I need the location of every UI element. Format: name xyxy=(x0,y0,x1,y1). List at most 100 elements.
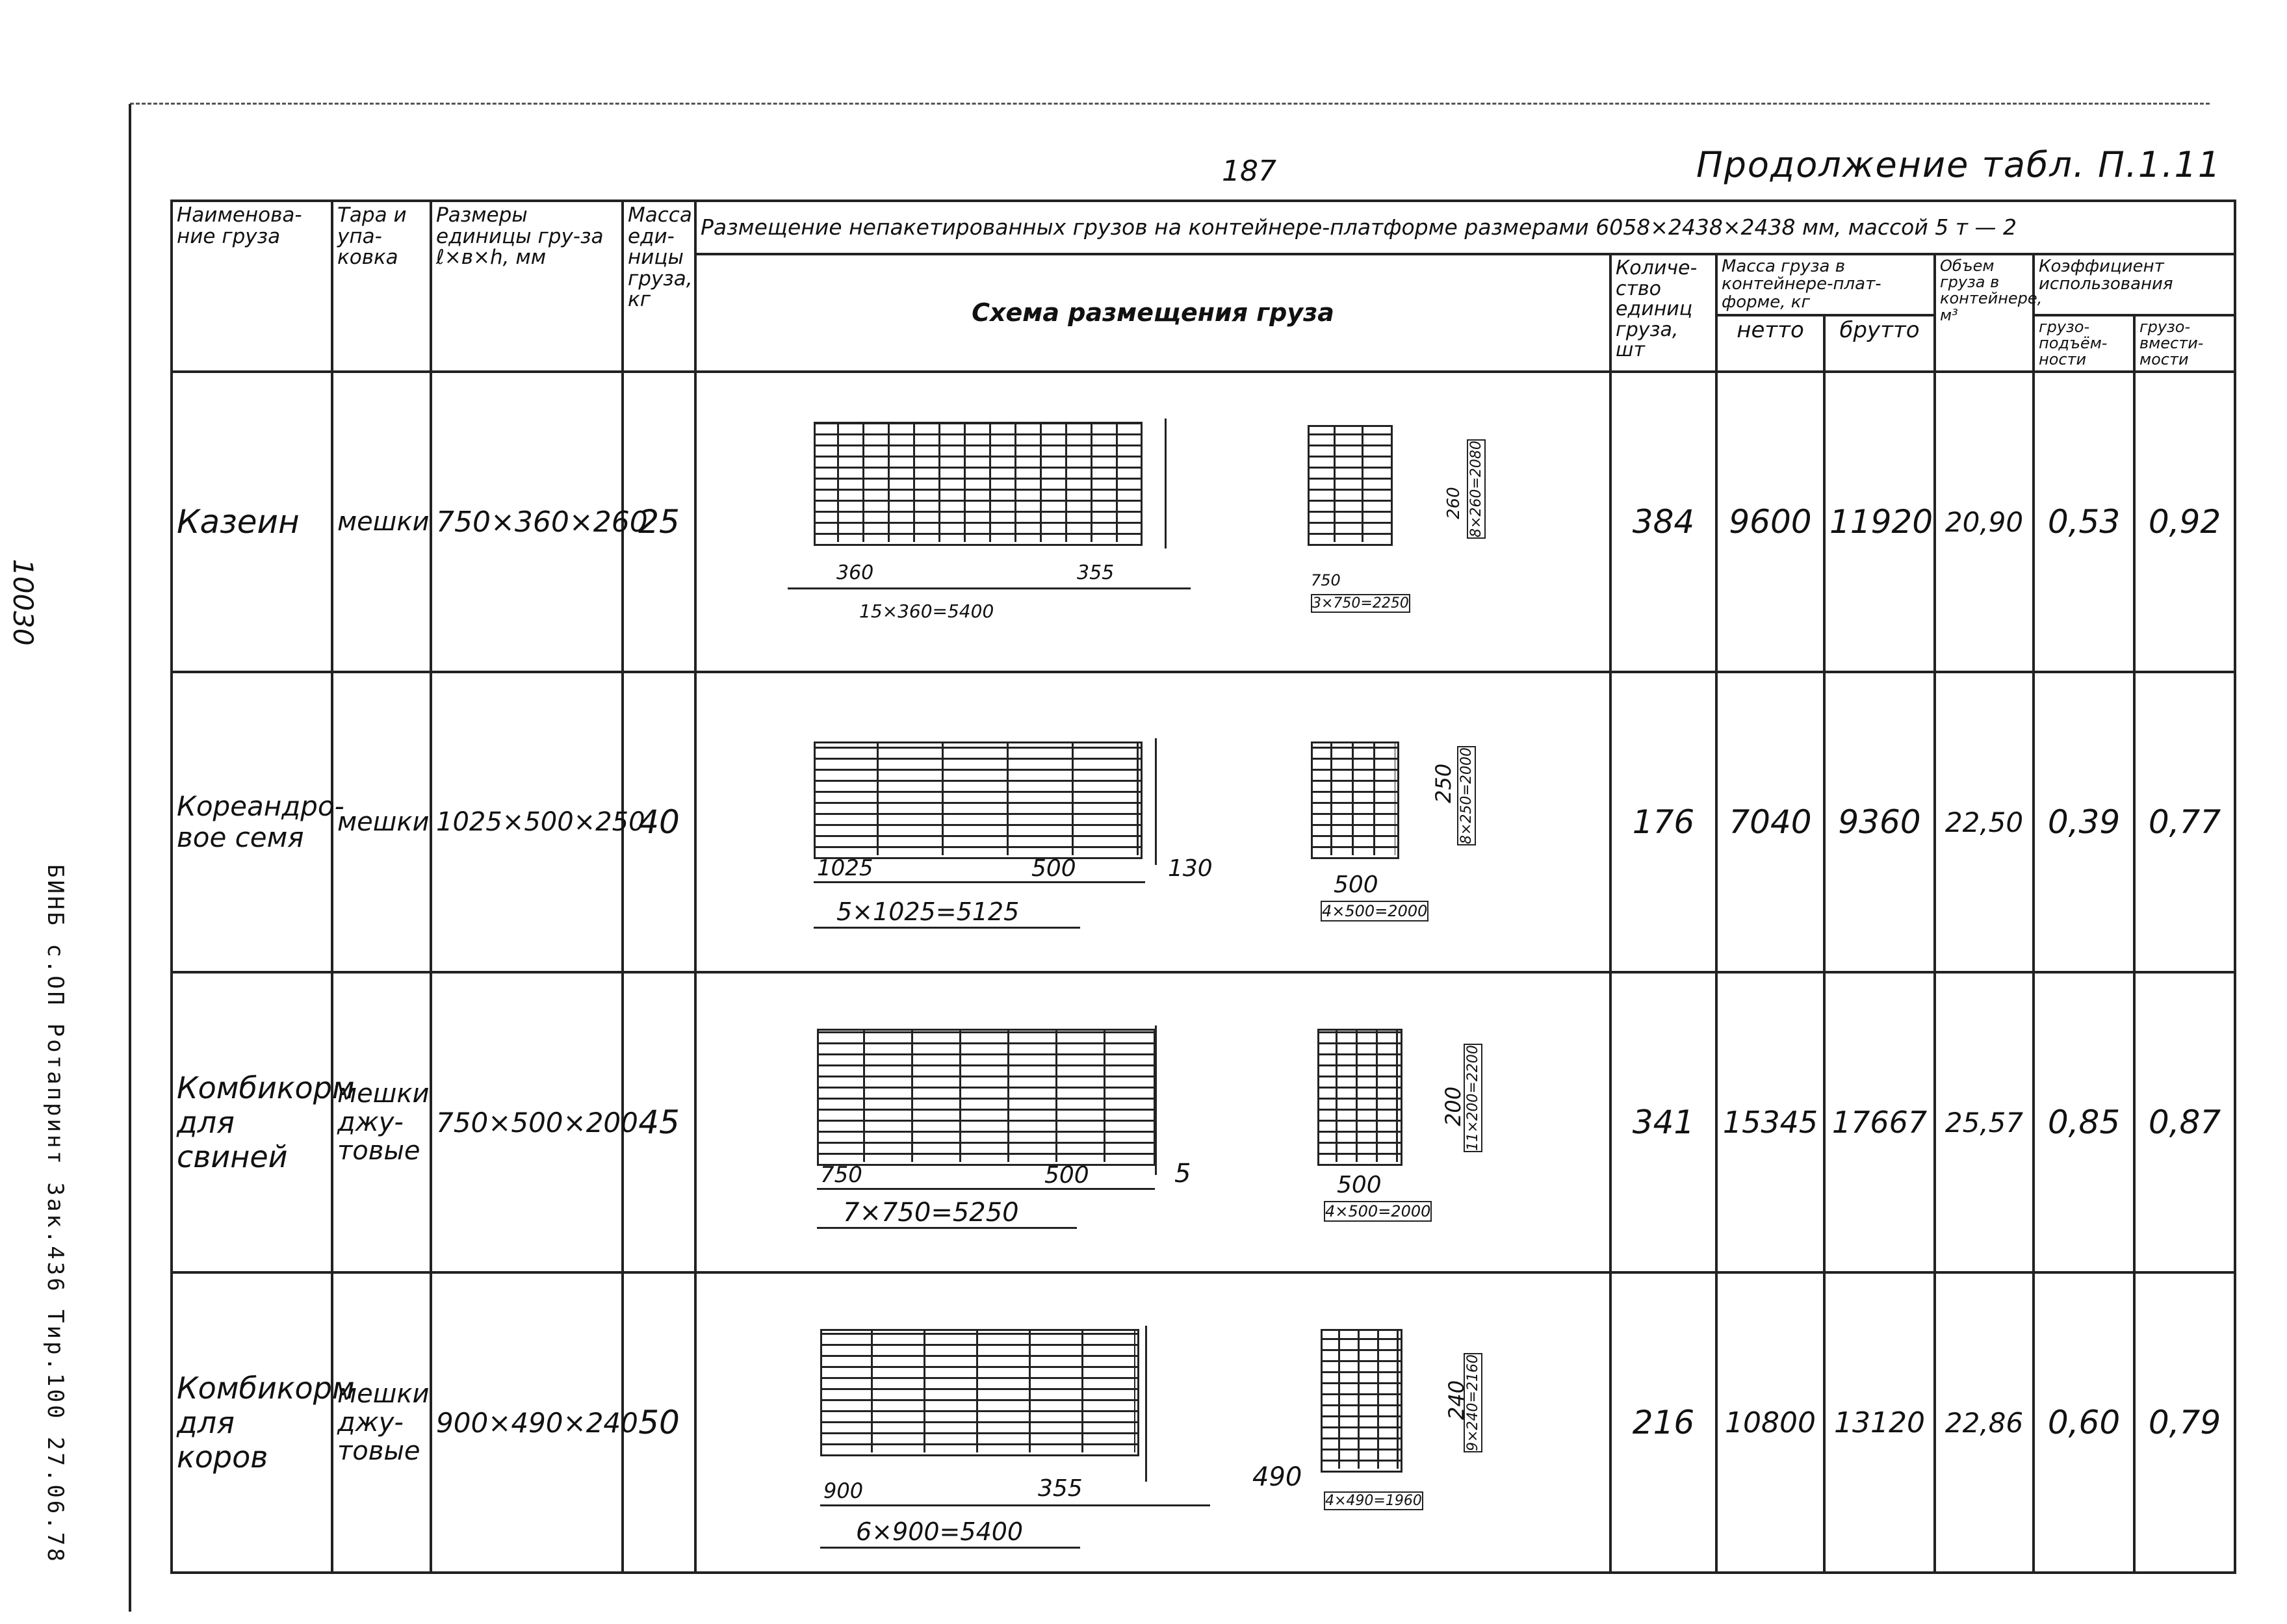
side-total-line xyxy=(820,1547,1080,1549)
side-dimension-line xyxy=(814,881,1145,884)
side-dimension-2: 355 xyxy=(1077,561,1115,585)
side-dimension-2: 500 xyxy=(1031,855,1076,883)
cargo-placement-table: Наименова-ние груза Тара и упа-ковка Раз… xyxy=(170,199,2237,1575)
cargo-packaging: мешки джу-товые xyxy=(331,1271,432,1575)
col-header-coef-volume: грузо-вмести-мости xyxy=(2132,313,2237,374)
cargo-gross-mass: 13120 xyxy=(1823,1271,1936,1575)
table-row: Казеин мешки 750×360×260 25 360 355 15×3… xyxy=(170,370,2237,674)
container-wall-line xyxy=(1155,738,1157,866)
end-total-height: 11×200=2200 xyxy=(1464,1044,1482,1153)
cargo-net-mass: 7040 xyxy=(1715,671,1826,974)
coef-volume: 0,79 xyxy=(2132,1271,2237,1575)
cargo-dimensions: 750×360×260 xyxy=(430,370,648,674)
col-header-dimensions: Размеры единицы гру-за ℓ×в×h, мм xyxy=(430,199,624,374)
col-header-volume: Объем груза в контейнере, м³ xyxy=(1933,252,2042,374)
cargo-name: Комбикорм для коров xyxy=(170,1271,355,1575)
cargo-volume: 22,86 xyxy=(1933,1271,2035,1575)
end-bag-height: 200 xyxy=(1441,1087,1466,1127)
margin-print-note: БИНБ с.ОП Ротапринт Зак.436 Тир.100 27.0… xyxy=(42,864,68,1564)
cargo-packaging: мешки xyxy=(331,370,432,674)
coef-volume: 0,77 xyxy=(2132,671,2237,974)
col-header-mass: Масса еди-ницы груза, кг xyxy=(621,199,697,374)
end-view-bags xyxy=(1317,1029,1399,1163)
end-bag-height: 260 xyxy=(1444,487,1464,520)
side-dimension-3: 490 xyxy=(1252,1462,1302,1493)
end-view-bags xyxy=(1321,1329,1399,1469)
cargo-name: Казеин xyxy=(170,370,333,674)
end-total-height: 8×260=2080 xyxy=(1467,439,1486,539)
col-header-coef-capacity: грузо-подъём-ности xyxy=(2032,313,2136,374)
end-view-bags xyxy=(1311,741,1395,856)
page-number: 187 xyxy=(1222,155,1276,188)
side-view-bags xyxy=(820,1329,1135,1453)
end-width-total: 4×500=2000 xyxy=(1324,1201,1432,1222)
placement-scheme: 900 355 490 6×900=5400 240 9×240=2160 4×… xyxy=(694,1271,1612,1575)
col-header-quantity: Количе-ство единиц груза, шт xyxy=(1609,252,1718,374)
col-header-gross: брутто xyxy=(1823,313,1936,374)
section-title: Размещение непакетированных грузов на ко… xyxy=(693,200,2237,255)
side-dimension-line xyxy=(817,1188,1155,1191)
container-wall-line xyxy=(1145,1326,1147,1482)
end-width-total: 4×500=2000 xyxy=(1321,901,1429,922)
side-view-bags xyxy=(817,1029,1152,1163)
cargo-quantity: 341 xyxy=(1609,971,1718,1274)
side-dimension-1: 360 xyxy=(836,561,874,585)
cargo-dimensions: 750×500×200 xyxy=(430,971,638,1274)
coef-volume: 0,92 xyxy=(2132,370,2237,674)
cargo-net-mass: 10800 xyxy=(1715,1271,1826,1575)
coef-capacity: 0,53 xyxy=(2032,370,2136,674)
table-continuation-title: Продолжение табл. П.1.11 xyxy=(1696,144,2222,185)
cargo-unit-mass: 50 xyxy=(621,1271,697,1575)
frame-left-line xyxy=(129,104,131,1612)
col-header-scheme: Схема размещения груза xyxy=(694,252,1612,374)
cargo-gross-mass: 17667 xyxy=(1823,971,1936,1274)
side-view-bags xyxy=(814,422,1139,543)
end-width-1: 500 xyxy=(1334,871,1378,899)
end-bag-height: 250 xyxy=(1431,764,1456,804)
cargo-dimensions: 900×490×240 xyxy=(430,1271,638,1575)
side-dimension-3: 130 xyxy=(1168,855,1213,883)
cargo-gross-mass: 11920 xyxy=(1823,370,1936,674)
placement-scheme: 360 355 15×360=5400 260 8×260=2080 750 3… xyxy=(694,370,1612,674)
cargo-volume: 22,50 xyxy=(1933,671,2035,974)
frame-top-line xyxy=(130,103,2210,105)
cargo-name: Кореандро-вое семя xyxy=(170,671,344,974)
side-dimension-line xyxy=(788,587,1191,590)
table-row: Кореандро-вое семя мешки 1025×500×250 40… xyxy=(170,671,2237,974)
end-width-1: 500 xyxy=(1337,1172,1382,1199)
coef-volume: 0,87 xyxy=(2132,971,2237,1274)
coef-capacity: 0,60 xyxy=(2032,1271,2136,1575)
end-width-total: 4×490=1960 xyxy=(1324,1491,1423,1511)
placement-scheme: 750 500 5 7×750=5250 200 11×200=2200 500… xyxy=(694,971,1612,1274)
side-total-length: 7×750=5250 xyxy=(843,1198,1019,1228)
margin-document-id: 10030 xyxy=(7,559,39,646)
coef-capacity: 0,39 xyxy=(2032,671,2136,974)
end-width-1: 750 xyxy=(1311,571,1341,590)
end-view-bags xyxy=(1308,425,1389,543)
cargo-volume: 20,90 xyxy=(1933,370,2035,674)
col-header-coefficient: Коэффициент использования xyxy=(2032,253,2237,316)
cargo-gross-mass: 9360 xyxy=(1823,671,1936,974)
cargo-net-mass: 9600 xyxy=(1715,370,1826,674)
coef-capacity: 0,85 xyxy=(2032,971,2136,1274)
side-total-line xyxy=(814,927,1080,929)
cargo-unit-mass: 40 xyxy=(621,671,697,974)
container-wall-line xyxy=(1165,419,1167,549)
container-wall-line xyxy=(1155,1025,1157,1176)
cargo-volume: 25,57 xyxy=(1933,971,2035,1274)
col-header-name: Наименова-ние груза xyxy=(170,199,333,374)
cargo-name: Комбикорм для свиней xyxy=(170,971,355,1274)
cargo-packaging: мешки джу-товые xyxy=(331,971,432,1274)
side-total-length: 6×900=5400 xyxy=(856,1517,1024,1547)
side-total-line xyxy=(817,1227,1077,1230)
side-dimension-3: 5 xyxy=(1174,1159,1191,1189)
cargo-net-mass: 15345 xyxy=(1715,971,1826,1274)
side-dimension-1: 1025 xyxy=(817,855,873,882)
side-dimension-line xyxy=(820,1504,1210,1507)
side-dimension-2: 355 xyxy=(1038,1475,1083,1502)
cargo-quantity: 216 xyxy=(1609,1271,1718,1575)
cargo-quantity: 176 xyxy=(1609,671,1718,974)
cargo-packaging: мешки xyxy=(331,671,432,974)
side-dimension-1: 900 xyxy=(823,1478,864,1504)
col-header-load-mass: Масса груза в контейнере-плат-форме, кг xyxy=(1715,253,1936,316)
